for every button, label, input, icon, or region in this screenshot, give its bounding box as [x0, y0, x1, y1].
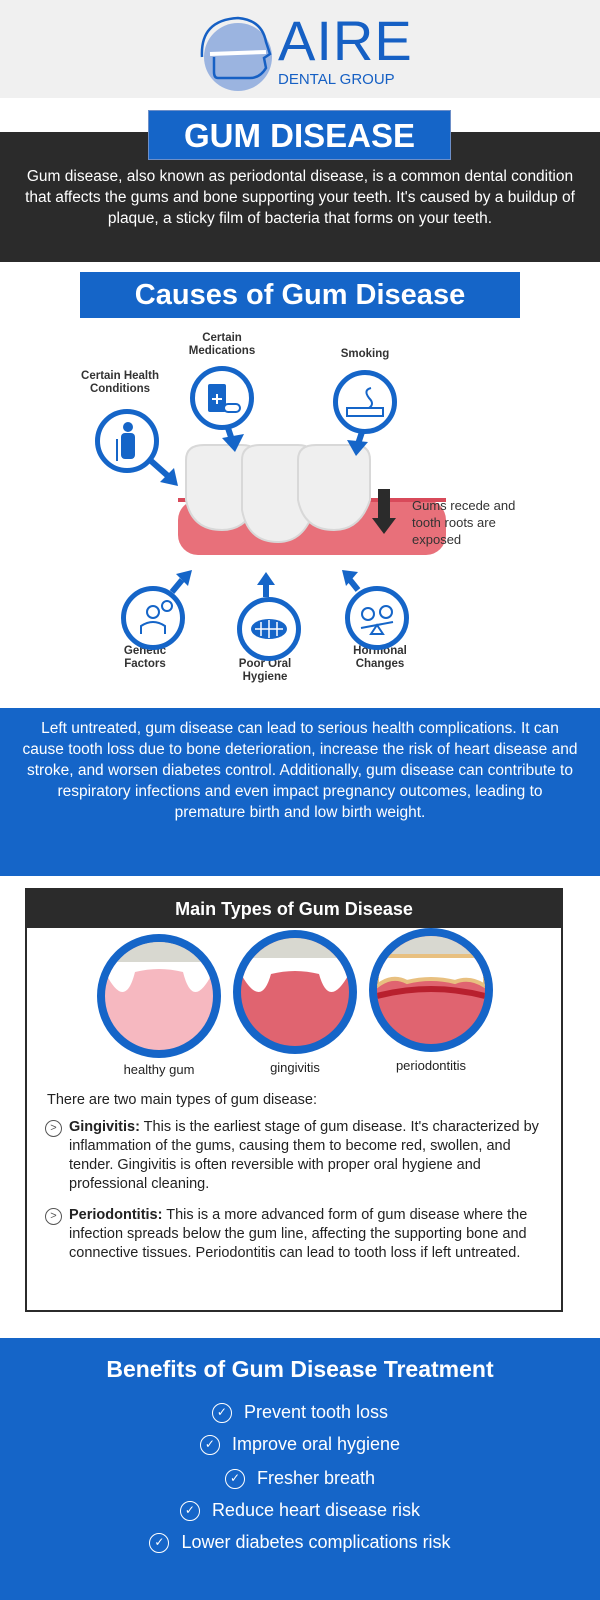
- logo-subtitle: DENTAL GROUP: [278, 71, 395, 88]
- cigarette-icon: [333, 370, 397, 434]
- periodontitis-image: [369, 928, 493, 1052]
- logo-head-icon: [200, 16, 272, 91]
- gender-balance-icon: [345, 586, 409, 650]
- check-circle-icon: ✓: [149, 1533, 170, 1553]
- page-title: GUM DISEASE: [148, 110, 451, 160]
- type-item-periodontitis: > Periodontitis: This is a more advanced…: [45, 1206, 550, 1263]
- cause-label-smoking: Smoking: [340, 348, 390, 360]
- image-label-periodontitis: periodontitis: [395, 1058, 467, 1073]
- type-desc: This is a more advanced form of gum dise…: [69, 1207, 528, 1261]
- cause-arrows: [148, 427, 368, 597]
- benefit-item: ✓ Prevent tooth loss: [0, 1402, 600, 1423]
- check-circle-icon: ✓: [179, 1501, 200, 1521]
- image-label-healthy: healthy gum: [123, 1062, 195, 1077]
- check-circle-icon: ✓: [224, 1469, 245, 1489]
- check-circle-icon: ✓: [211, 1403, 232, 1423]
- types-intro: There are two main types of gum disease:: [47, 1092, 317, 1108]
- teeth-grin-icon: [237, 597, 301, 661]
- intro-text: Gum disease, also known as periodontal d…: [25, 168, 575, 227]
- benefit-label: Improve oral hygiene: [231, 1434, 401, 1454]
- genetic-icon: [121, 586, 185, 650]
- cause-label-health: Certain Health Conditions: [81, 370, 159, 395]
- complications-text: Left untreated, gum disease can lead to …: [0, 708, 600, 876]
- type-desc: This is the earliest stage of gum diseas…: [69, 1119, 539, 1192]
- types-panel: Main Types of Gum Disease healthy gum gi…: [25, 888, 563, 1312]
- type-list: > Gingivitis: This is the earliest stage…: [45, 1118, 550, 1275]
- benefit-item: ✓ Reduce heart disease risk: [0, 1500, 600, 1521]
- type-item-gingivitis: > Gingivitis: This is the earliest stage…: [45, 1118, 550, 1194]
- cause-label-medications: Certain Medications: [188, 332, 256, 357]
- benefit-label: Fresher breath: [256, 1468, 376, 1488]
- header: AIRE DENTAL GROUP: [0, 0, 600, 98]
- types-title: Main Types of Gum Disease: [27, 890, 561, 928]
- benefit-label: Prevent tooth loss: [243, 1402, 389, 1422]
- recede-note: Gums recede and tooth roots are exposed: [412, 498, 516, 547]
- benefit-item: ✓ Improve oral hygiene: [0, 1434, 600, 1455]
- benefits-section: Benefits of Gum Disease Treatment ✓ Preve…: [0, 1338, 600, 1600]
- cause-label-hygiene: Poor Oral Hygiene: [238, 658, 292, 683]
- type-term: Gingivitis:: [69, 1119, 140, 1135]
- logo-wordmark: AIRE: [278, 9, 413, 72]
- teeth-gum-illustration: [178, 444, 446, 555]
- benefit-item: ✓ Lower diabetes complications risk: [0, 1532, 600, 1553]
- benefits-title: Benefits of Gum Disease Treatment: [106, 1356, 494, 1382]
- type-term: Periodontitis:: [69, 1207, 163, 1223]
- chevron-right-icon: >: [45, 1208, 62, 1225]
- benefit-label: Reduce heart disease risk: [211, 1500, 421, 1520]
- check-circle-icon: ✓: [199, 1435, 220, 1455]
- benefit-label: Lower diabetes complications risk: [181, 1532, 451, 1552]
- causes-title: Causes of Gum Disease: [80, 272, 520, 318]
- image-label-gingivitis: gingivitis: [270, 1060, 320, 1075]
- benefit-item: ✓ Fresher breath: [0, 1468, 600, 1489]
- chevron-right-icon: >: [45, 1120, 62, 1137]
- medication-icon: [190, 366, 254, 430]
- healthy-gum-image: [97, 934, 221, 1058]
- gingivitis-image: [233, 930, 357, 1054]
